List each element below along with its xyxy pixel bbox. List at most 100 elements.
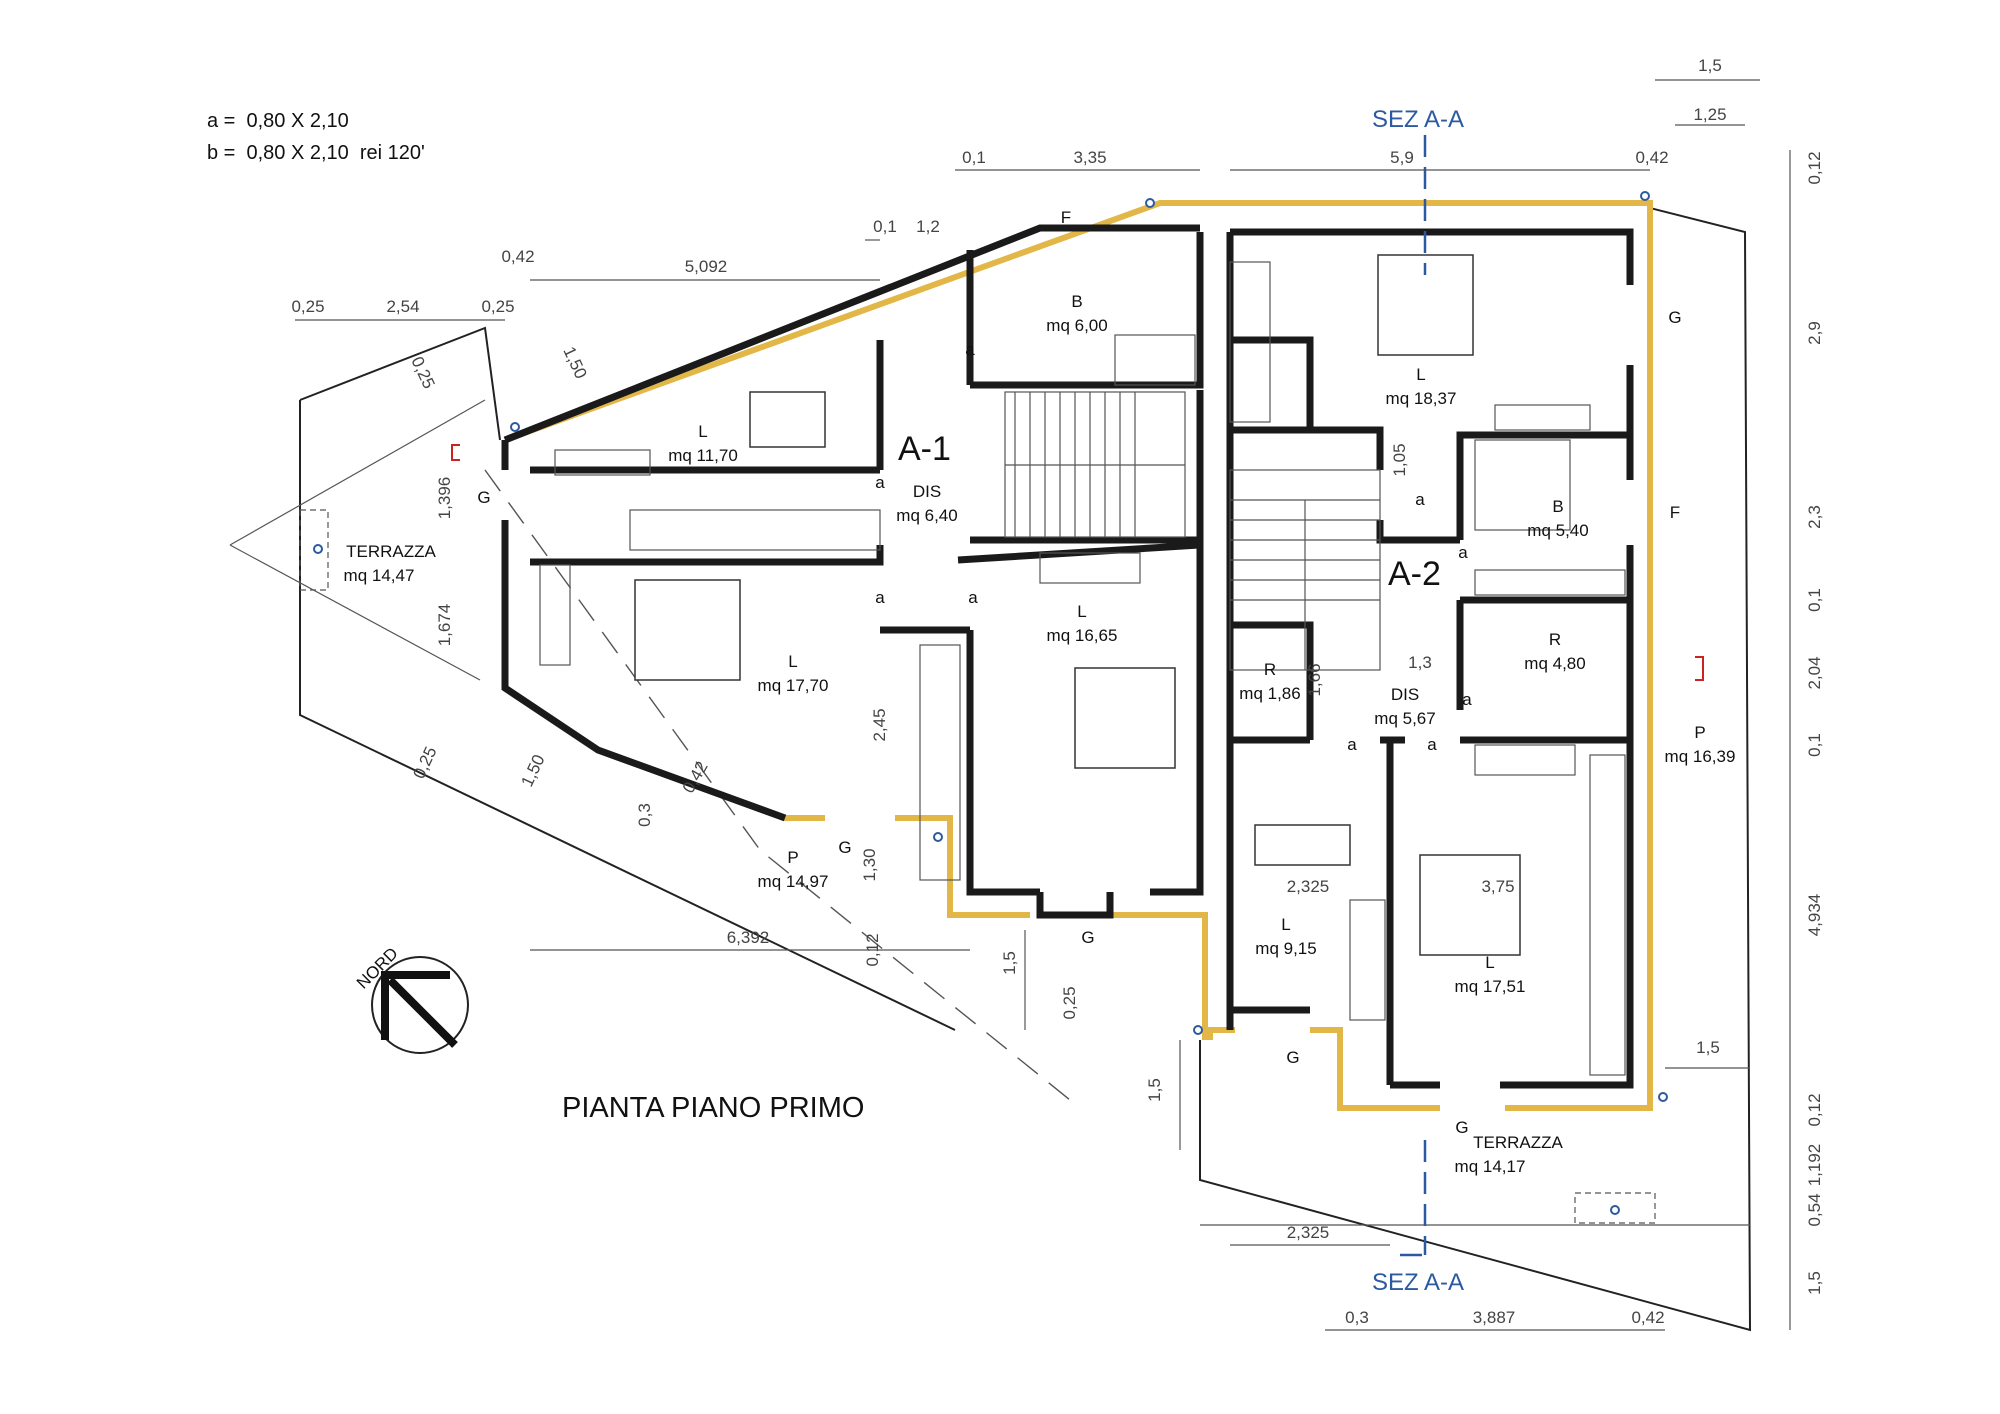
room-code: DIS (913, 482, 941, 501)
room-area: mq 4,80 (1524, 654, 1585, 673)
dim-value: 1,25 (1693, 105, 1726, 124)
dim-value: 1,5 (1698, 56, 1722, 75)
dim-value: 4,934 (1805, 894, 1824, 937)
window-tag: F (1061, 208, 1071, 227)
dim-value: 0,42 (1635, 148, 1668, 167)
dim-value: 1,5 (1145, 1078, 1164, 1102)
room-area: mq 18,37 (1386, 389, 1457, 408)
room-area: mq 9,15 (1255, 939, 1316, 958)
dim-value: 2,04 (1805, 656, 1824, 689)
furniture (539, 254, 1626, 1076)
dim-value: 0,1 (1805, 588, 1824, 612)
dim-value: 1,30 (860, 848, 879, 881)
dim-value: 0,25 (481, 297, 514, 316)
room-area: mq 5,40 (1527, 521, 1588, 540)
door-tag: a (965, 340, 975, 359)
room-area: mq 16,65 (1047, 626, 1118, 645)
dim-value: 2,325 (1287, 877, 1330, 896)
room-area: mq 5,67 (1374, 709, 1435, 728)
dim-value: 1,50 (559, 344, 590, 382)
legend-door-a: a = 0,80 X 2,10 (207, 110, 349, 132)
dim-value: 0,42 (1631, 1308, 1664, 1327)
window-tag: G (838, 838, 851, 857)
dim-value: 2,45 (870, 708, 889, 741)
dim-value: 1,396 (435, 477, 454, 520)
window-tag: G (1081, 928, 1094, 947)
room-code: L (1281, 915, 1290, 934)
dim-value: 0,25 (409, 744, 440, 782)
dim-value: 0,25 (407, 354, 438, 392)
stair-a2 (1229, 469, 1381, 671)
door-tag: a (875, 588, 885, 607)
window-tag: F (1670, 503, 1680, 522)
dim-value: 0,12 (1805, 1093, 1824, 1126)
property-boundary (229, 207, 1752, 1332)
room-area: mq 11,70 (668, 446, 738, 465)
dim-value: 0,1 (962, 148, 986, 167)
dim-value: 0,54 (1805, 1193, 1824, 1226)
dim-value: 3,75 (1481, 877, 1514, 896)
window-tag: G (477, 488, 490, 507)
dim-value: 2,325 (1287, 1223, 1330, 1242)
north-arrow-icon (371, 956, 469, 1054)
downpipe-markers (313, 191, 1668, 1215)
dim-value: 0,1 (873, 217, 897, 236)
room-area: mq 14,17 (1455, 1157, 1526, 1176)
window-tag: G (1455, 1118, 1468, 1137)
dim-value: 3,35 (1073, 148, 1106, 167)
door-tag: a (1415, 490, 1425, 509)
dim-value: 6,392 (727, 928, 770, 947)
level-marker (1695, 656, 1704, 681)
stair-a1 (1004, 391, 1186, 538)
door-tag: a (1458, 543, 1468, 562)
dim-value: 3,887 (1473, 1308, 1516, 1327)
dim-value: 0,42 (501, 247, 534, 266)
door-tag: a (968, 588, 978, 607)
dim-value: 0,3 (635, 803, 654, 827)
section-line (1400, 135, 1427, 1257)
dim-value: 0,1 (1805, 733, 1824, 757)
section-label-top: SEZ A-A (1372, 106, 1464, 133)
room-code: L (788, 652, 797, 671)
room-area: mq 17,51 (1455, 977, 1526, 996)
dim-value: 0,12 (1805, 151, 1824, 184)
dim-value: 2,3 (1805, 505, 1824, 529)
dim-value: 0,12 (863, 933, 882, 966)
dim-value: 1,66 (1305, 663, 1324, 696)
dim-value: 1,192 (1805, 1144, 1824, 1187)
dim-value: 2,54 (386, 297, 419, 316)
dim-value: 1,5 (1696, 1038, 1720, 1057)
room-area: mq 14,97 (758, 872, 829, 891)
dim-value: 1,5 (1000, 951, 1019, 975)
dim-value: 2,9 (1805, 321, 1824, 345)
room-code: L (1416, 365, 1425, 384)
room-area: mq 14,47 (344, 566, 415, 585)
room-area: mq 17,70 (758, 676, 829, 695)
dim-value: 5,9 (1390, 148, 1414, 167)
window-tag: G (1286, 1048, 1299, 1067)
dim-value: 1,2 (916, 217, 940, 236)
dim-value: 1,674 (435, 604, 454, 647)
opening-tags: F G F G G G G G a a a a a a a a a (477, 208, 1681, 1137)
legend-door-b: b = 0,80 X 2,10 rei 120' (207, 142, 425, 164)
room-code: R (1264, 660, 1276, 679)
door-tag: a (1427, 735, 1437, 754)
level-marker (451, 444, 460, 461)
room-code: DIS (1391, 685, 1419, 704)
dim-value: 0,25 (291, 297, 324, 316)
door-tag: a (875, 473, 885, 492)
dim-value: 1,05 (1390, 443, 1409, 476)
dim-value: 1,5 (1805, 1271, 1824, 1295)
window-tag: G (1668, 308, 1681, 327)
room-area: mq 16,39 (1665, 747, 1736, 766)
unit-a1-label: A-1 (898, 430, 951, 468)
room-labels: B mq 6,00 L mq 11,70 DIS mq 6,40 L mq 17… (344, 292, 1736, 1176)
dim-value: 0,3 (1345, 1308, 1369, 1327)
dim-value: 1,50 (517, 752, 548, 790)
room-area: mq 6,00 (1046, 316, 1107, 335)
room-code: TERRAZZA (346, 542, 436, 561)
dimension-values: 1,5 1,25 0,1 3,35 5,9 0,42 0,1 1,2 0,42 … (291, 56, 1824, 1327)
dim-value: 0,25 (1060, 986, 1079, 1019)
room-code: L (1077, 602, 1086, 621)
door-tag: a (1347, 735, 1357, 754)
